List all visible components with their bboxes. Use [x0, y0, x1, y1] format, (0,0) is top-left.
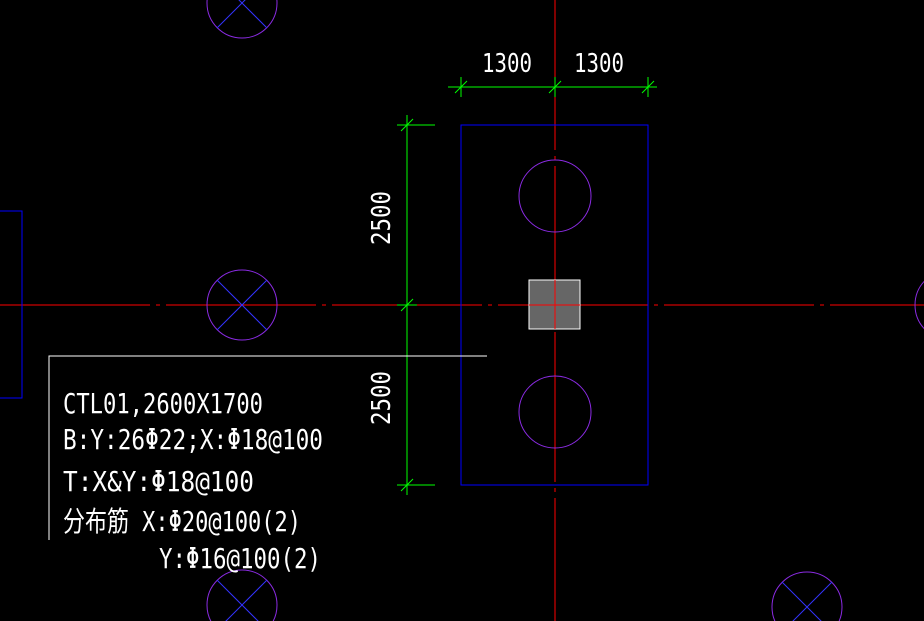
pile-lower	[518, 375, 592, 449]
annotation-leader	[48, 355, 487, 540]
dimension-lower-height: 2500	[367, 371, 397, 425]
dimension-upper-height: 2500	[367, 191, 397, 245]
adjacent-cap-outline	[0, 210, 23, 399]
pile-marker-bottom-right	[771, 571, 843, 621]
horizontal-dimension	[448, 77, 657, 97]
background-piles	[206, 0, 924, 621]
pile-marker-bottom-left	[206, 569, 278, 621]
pile-marker-middle-left	[206, 269, 278, 341]
vertical-dimension	[397, 115, 435, 495]
dimension-right-width: 1300	[574, 49, 624, 79]
annotation-bottom-rebar: B:Y:26Φ22;X:Φ18@100	[63, 423, 323, 456]
annotation-top-rebar: T:X&Y:Φ18@100	[63, 465, 254, 498]
pile-upper	[518, 159, 592, 233]
annotation-distribution-x: 分布筋 X:Φ20@100(2)	[63, 505, 301, 538]
pile-cap-outline	[460, 124, 649, 486]
annotation-distribution-y: Y:Φ16@100(2)	[159, 542, 321, 575]
pile-marker-top-left	[206, 0, 278, 39]
dimension-left-width: 1300	[482, 49, 532, 79]
annotation-cap-id: CTL01,2600X1700	[63, 387, 263, 420]
pile-marker-edge-right	[914, 280, 924, 330]
